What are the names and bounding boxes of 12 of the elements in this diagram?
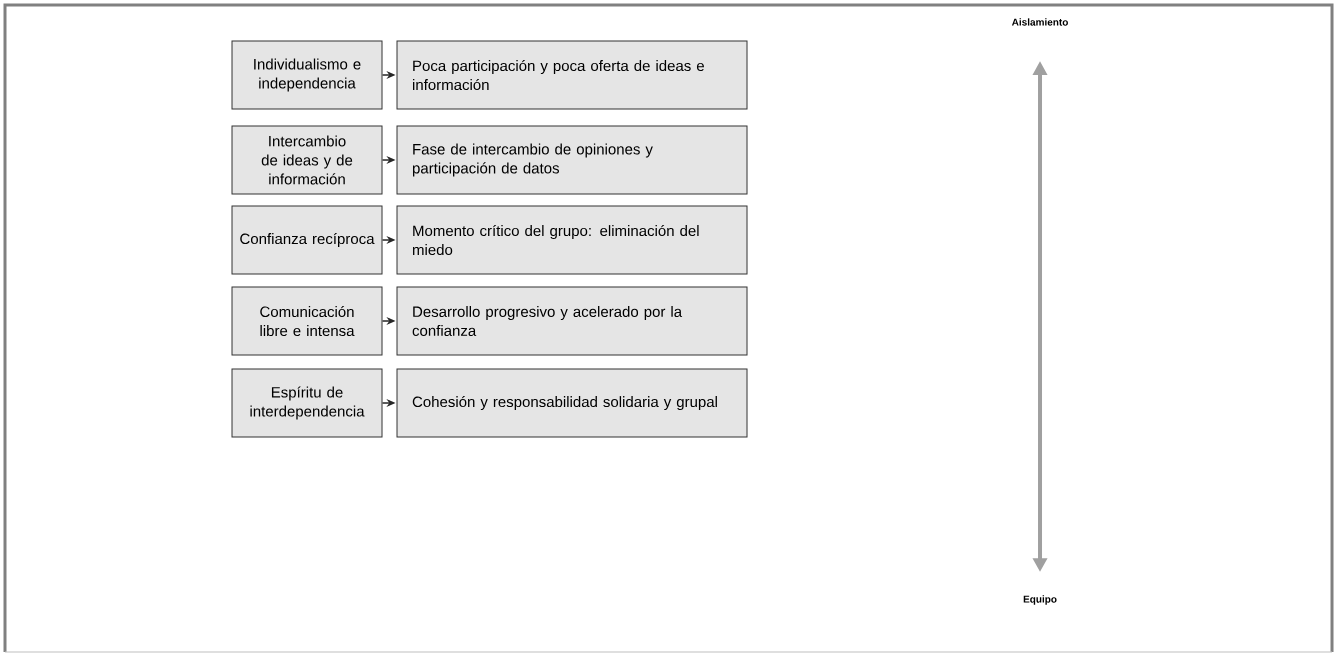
description-box: Poca participación y poca oferta de ideas e información [396,40,748,110]
stage-box: Comunicación libre e intensa [231,286,383,356]
stage-box: Espíritu de interdependencia [231,368,383,438]
stage-box: Confianza recíproca [231,205,383,275]
description-box: Cohesión y responsabilidad solidaria y grupal [396,368,748,438]
description-box: Momento crítico del grupo: eliminación del miedo [396,205,748,275]
scale-label: Aislamiento [1011,18,1068,26]
stage-box: Intercambio de ideas y de información [231,125,383,195]
scale-label: Equipo [1023,595,1057,605]
description-box: Fase de intercambio de opiniones y participación de datos [396,125,748,195]
description-box: Desarrollo progresivo y acelerado por la confianza [396,286,748,356]
stage-box: Individualismo e independencia [231,40,383,110]
